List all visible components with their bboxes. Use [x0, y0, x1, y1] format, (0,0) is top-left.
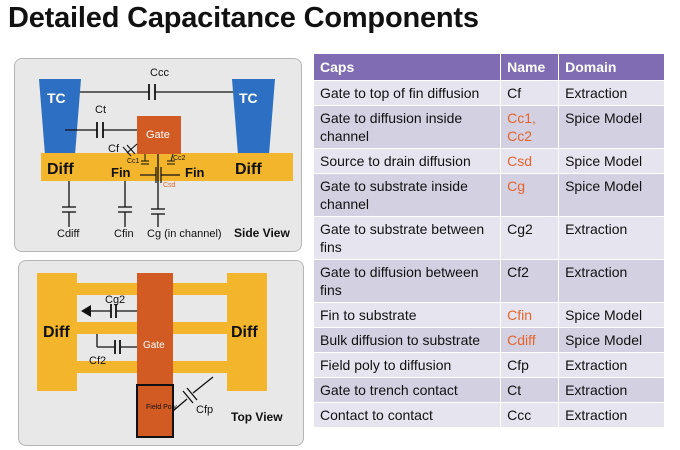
cdiff-label: Cdiff	[57, 228, 80, 240]
capacitance-table: Caps Name Domain Gate to top of fin diff…	[314, 54, 665, 428]
cfp-label: Cfp	[196, 404, 213, 416]
diffusion-bar	[41, 153, 293, 181]
cg2-capacitor	[81, 304, 137, 318]
gate-label: Gate	[146, 129, 170, 141]
cell-caps: Gate to substrate inside channel	[314, 173, 502, 217]
cg-label: Cg (in channel)	[147, 228, 222, 240]
cell-domain: Extraction	[558, 216, 665, 260]
cell-domain: Extraction	[558, 377, 665, 403]
cell-name: Cc1, Cc2	[500, 105, 560, 149]
cfp-capacitor	[172, 376, 214, 412]
table-row: Field poly to diffusion Cfp Extraction	[314, 352, 665, 378]
table-row: Gate to top of fin diffusion Cf Extracti…	[314, 80, 665, 106]
cell-domain: Extraction	[558, 402, 665, 428]
ccc-label: Ccc	[150, 67, 169, 79]
cc2-label: Cc2	[173, 155, 186, 162]
cell-domain: Extraction	[558, 80, 665, 106]
cell-domain: Spice Model	[558, 302, 665, 328]
cfin-label: Cfin	[114, 228, 134, 240]
csd-capacitor	[140, 167, 180, 183]
cell-name: Csd	[500, 148, 560, 174]
side-view-label: Side View	[234, 226, 290, 240]
cell-name: Cfin	[500, 302, 560, 328]
table-header-row: Caps Name Domain	[314, 54, 665, 81]
table-row: Gate to diffusion between fins Cf2 Extra…	[314, 259, 665, 303]
cc1-label: Cc1	[127, 158, 140, 165]
diff-right-label: Diff	[235, 161, 262, 178]
diff-right-block	[227, 273, 267, 391]
cell-name: Cfp	[500, 352, 560, 378]
cell-caps: Contact to contact	[314, 402, 502, 428]
table-row: Contact to contact Ccc Extraction	[314, 402, 665, 428]
cell-caps: Bulk diffusion to substrate	[314, 327, 502, 353]
tc-left-contact	[39, 79, 81, 155]
ct-capacitor	[65, 122, 137, 138]
cf2-label: Cf2	[89, 355, 106, 367]
cell-domain: Spice Model	[558, 148, 665, 174]
cf-capacitor	[122, 143, 138, 157]
cell-domain: Spice Model	[558, 327, 665, 353]
cg2-label: Cg2	[105, 294, 125, 306]
header-caps: Caps	[314, 54, 502, 81]
side-view-panel: Ccc TC TC Diff Diff Fin Fin Gate Ct Cf C…	[14, 58, 302, 252]
cell-caps: Gate to top of fin diffusion	[314, 80, 502, 106]
cell-name: Cg	[500, 173, 560, 217]
cell-caps: Source to drain diffusion	[314, 148, 502, 174]
top-view-panel: Diff Diff Gate Field Poly Cg2 Cf2	[18, 260, 304, 446]
cell-caps: Gate to diffusion between fins	[314, 259, 502, 303]
ccc-capacitor	[68, 84, 245, 100]
table-row: Gate to substrate between fins Cg2 Extra…	[314, 216, 665, 260]
cdiff-capacitor	[62, 181, 76, 227]
cell-name: Cdiff	[500, 327, 560, 353]
header-name: Name	[500, 54, 560, 81]
top-gate-label: Gate	[143, 340, 165, 351]
top-view-diagram: Diff Diff Gate Field Poly Cg2 Cf2	[37, 273, 283, 438]
csd-label: Csd	[163, 182, 176, 189]
header-domain: Domain	[558, 54, 665, 81]
table-row: Gate to trench contact Ct Extraction	[314, 377, 665, 403]
gate-block	[137, 116, 181, 154]
cell-caps: Gate to trench contact	[314, 377, 502, 403]
cell-caps: Fin to substrate	[314, 302, 502, 328]
ct-label: Ct	[95, 104, 106, 116]
cell-domain: Spice Model	[558, 105, 665, 149]
cell-name: Cf	[500, 80, 560, 106]
top-diff-left-label: Diff	[43, 324, 70, 341]
diff-left-label: Diff	[47, 161, 74, 178]
cf-label: Cf	[108, 143, 120, 155]
top-diff-right-label: Diff	[231, 324, 258, 341]
table-row: Gate to diffusion inside channel Cc1, Cc…	[314, 105, 665, 149]
cc-capacitors	[141, 153, 175, 165]
tc-right-label: TC	[239, 90, 258, 106]
cell-domain: Extraction	[558, 259, 665, 303]
field-poly	[136, 384, 174, 438]
table-row: Fin to substrate Cfin Spice Model	[314, 302, 665, 328]
fin-left-label: Fin	[111, 165, 131, 180]
field-poly-label: Field Poly	[146, 404, 177, 411]
table-row: Gate to substrate inside channel Cg Spic…	[314, 173, 665, 217]
cell-domain: Extraction	[558, 352, 665, 378]
tc-left-label: TC	[47, 90, 66, 106]
cf2-capacitor	[96, 334, 137, 354]
cell-name: Ct	[500, 377, 560, 403]
top-gate	[137, 273, 173, 391]
cell-name: Cf2	[500, 259, 560, 303]
diff-left-block	[37, 273, 77, 391]
cg-capacitor	[151, 154, 165, 227]
cell-caps: Gate to diffusion inside channel	[314, 105, 502, 149]
cfin-capacitor	[118, 181, 132, 227]
fin-right-label: Fin	[185, 165, 205, 180]
table-row: Source to drain diffusion Csd Spice Mode…	[314, 148, 665, 174]
page-title: Detailed Capacitance Components	[8, 2, 479, 34]
cell-caps: Gate to substrate between fins	[314, 216, 502, 260]
cell-name: Ccc	[500, 402, 560, 428]
tc-right-contact	[232, 79, 275, 155]
top-view-label: Top View	[231, 410, 283, 424]
cell-caps: Field poly to diffusion	[314, 352, 502, 378]
side-view-diagram: Ccc TC TC Diff Diff Fin Fin Gate Ct Cf C…	[39, 67, 293, 240]
cell-domain: Spice Model	[558, 173, 665, 217]
cell-name: Cg2	[500, 216, 560, 260]
table-row: Bulk diffusion to substrate Cdiff Spice …	[314, 327, 665, 353]
